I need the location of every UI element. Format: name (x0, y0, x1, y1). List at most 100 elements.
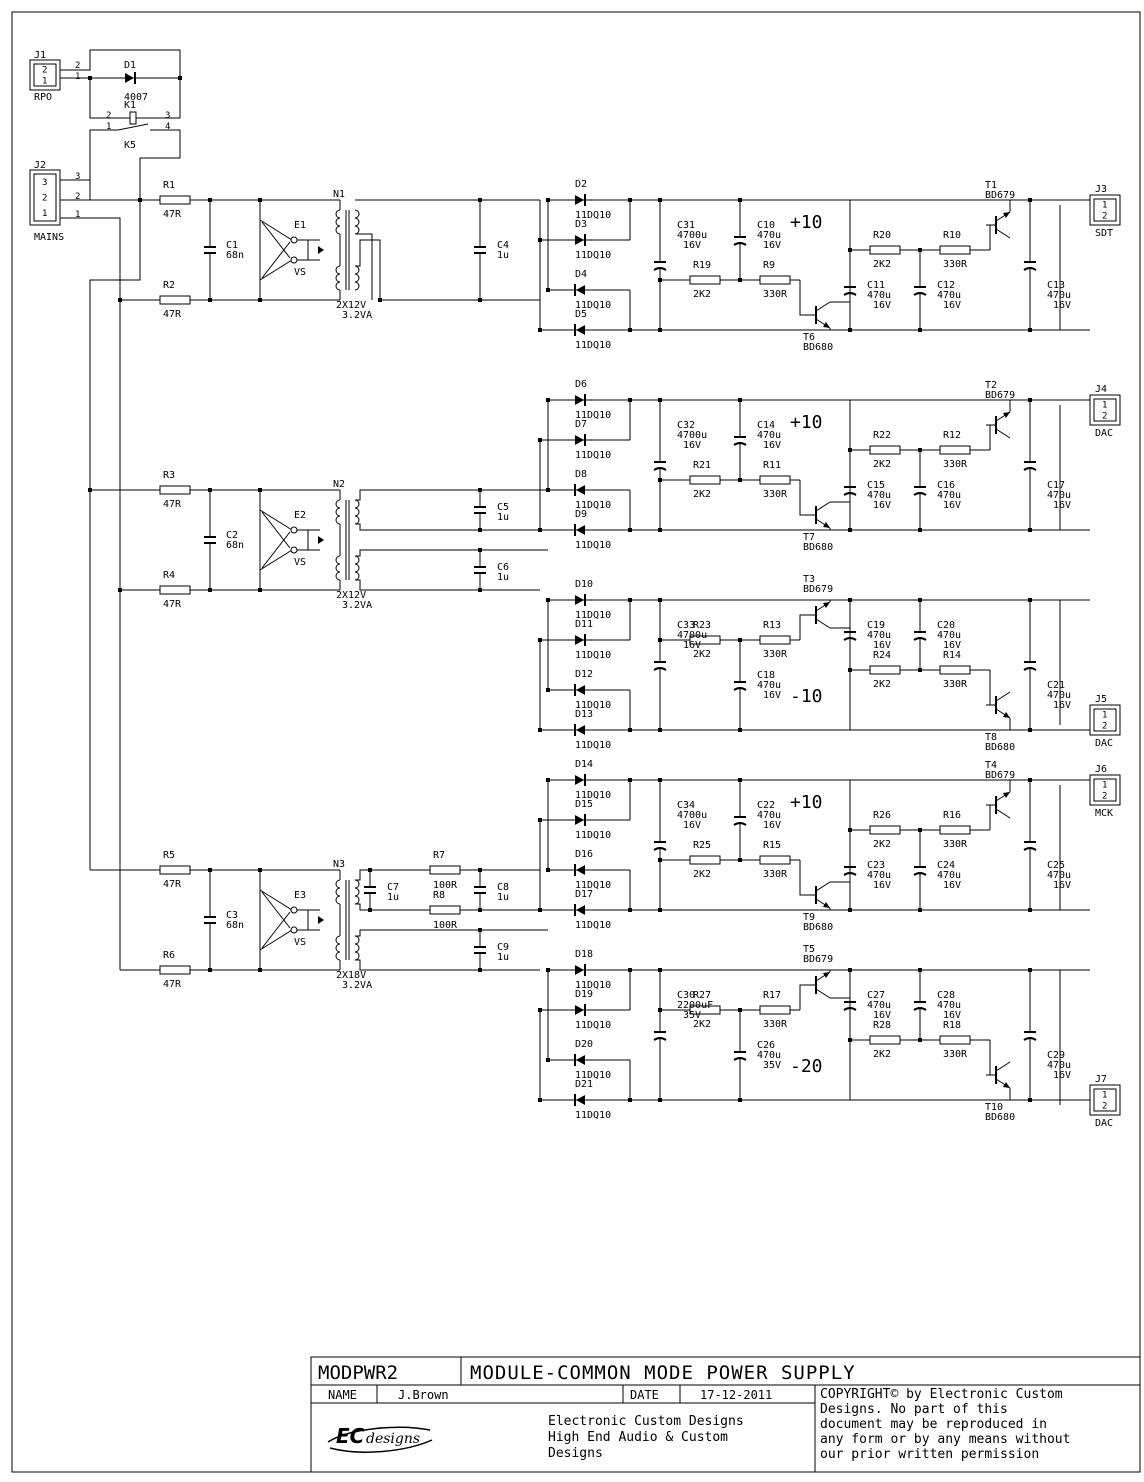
diode-2-a (575, 595, 584, 605)
selector-terminal (290, 926, 298, 934)
r-bot-value: 47R (163, 599, 182, 610)
r-top-value: 47R (163, 879, 182, 890)
junction-dot (738, 1098, 742, 1102)
resistor-2 (159, 295, 191, 305)
diode-value: 11DQ10 (575, 1070, 611, 1081)
junction-dot (478, 298, 482, 302)
c-small-voltage: 16V (763, 690, 781, 701)
t-bot-value: BD680 (985, 1112, 1015, 1123)
j1-ref: J1 (34, 50, 46, 61)
c4-value: 1u (497, 250, 509, 261)
selector-ref: E2 (294, 510, 306, 521)
diode-2-c (576, 685, 585, 695)
company-line-1: Electronic Custom Designs (548, 1414, 744, 1429)
diode-3-b (575, 815, 584, 825)
t-high-value: BD679 (985, 770, 1015, 781)
out-jack-label: SDT (1095, 228, 1113, 239)
wire (1059, 969, 1090, 1105)
j2-wire-pin: 1 (75, 210, 80, 220)
j2-wire-pin: 2 (75, 192, 80, 202)
capacitor-small-3-plate (733, 822, 747, 826)
relay-contact-k5 (117, 123, 149, 131)
t-top-value: BD679 (803, 954, 833, 965)
connector-j2-pin: 2 (42, 194, 47, 204)
t-bot-ref: T10 (985, 1102, 1003, 1113)
r-d-ref: R10 (943, 230, 961, 241)
diode-ref: D16 (575, 849, 593, 860)
resistor-3 (159, 485, 191, 495)
k1-pin: 1 (106, 122, 111, 132)
junction-dot (1028, 328, 1032, 332)
resistor-1 (159, 195, 191, 205)
diode-value: 11DQ10 (575, 650, 611, 661)
capacitor-out-2-plate (1023, 667, 1037, 671)
diode-ref: D13 (575, 709, 593, 720)
rail-voltage: +10 (790, 412, 823, 433)
selector-link (297, 529, 320, 551)
junction-dot (208, 868, 212, 872)
t-high-ref: T1 (985, 180, 997, 191)
junction-dot (658, 198, 662, 202)
selector-arrow (318, 246, 324, 254)
junction-dot (658, 1098, 662, 1102)
c-big-value: 4700u (677, 430, 707, 441)
c7-ref: C7 (387, 882, 399, 893)
transistor-bot-2-collector (995, 691, 1011, 702)
r7-ref: R7 (433, 850, 445, 861)
c5-value: 1u (497, 512, 509, 523)
r-d-value: 330R (943, 259, 968, 270)
junction-dot (738, 1008, 742, 1012)
c-f2-value: 470u (937, 1000, 961, 1011)
junction-dot (848, 248, 852, 252)
t-low-value: BD680 (803, 542, 833, 553)
k1-pin: 2 (106, 111, 111, 121)
transformer-secondary-a (354, 209, 360, 235)
k1-ref: K1 (124, 100, 136, 111)
junction-dot (538, 908, 542, 912)
c-out-voltage: 16V (1053, 880, 1071, 891)
connector-out-3-inner (1093, 778, 1117, 802)
c-small-value: 470u (757, 230, 781, 241)
c-f2-ref: C20 (937, 620, 955, 631)
copyright-line-3: document may be reproduced in (820, 1417, 1047, 1432)
diode-ref: D20 (575, 1039, 593, 1050)
capacitor-big-4-plate (653, 1037, 667, 1041)
resistor-4 (159, 585, 191, 595)
out-jack-label: MCK (1095, 808, 1113, 819)
junction-dot (178, 76, 182, 80)
c-f2-value: 470u (937, 490, 961, 501)
c-big-ref: C33 (677, 620, 695, 631)
junction-dot (658, 638, 662, 642)
capacitor-f2-1-plate (913, 492, 927, 496)
resistor-c-1 (869, 445, 901, 455)
capacitor-big-0-plate (653, 267, 667, 271)
t-high-ref: T2 (985, 380, 997, 391)
diode-value: 11DQ10 (575, 540, 611, 551)
junction-dot (538, 728, 542, 732)
r-d-ref: R18 (943, 1020, 961, 1031)
t-low-ref: T7 (803, 532, 815, 543)
rail-voltage: -20 (790, 1056, 823, 1077)
transformer-primary-a (335, 499, 341, 525)
out-jack-ref: J6 (1095, 764, 1107, 775)
diode-4-a (575, 965, 584, 975)
transformer-primary-b (335, 935, 341, 961)
diode-ref: D17 (575, 889, 593, 900)
r-b-ref: R9 (763, 260, 775, 271)
c-big-ref: C30 (677, 990, 695, 1001)
diode-ref: D10 (575, 579, 593, 590)
resistor-c-3 (869, 825, 901, 835)
junction-dot (1028, 778, 1032, 782)
r-c-value: 2K2 (873, 1049, 891, 1060)
c-out-value: 470u (1047, 1060, 1071, 1071)
diode-2-b (575, 635, 584, 645)
capacitor-f2-3-plate (913, 872, 927, 876)
c-small-ref: C10 (757, 220, 775, 231)
diode-value: 11DQ10 (575, 830, 611, 841)
diode-ref: D8 (575, 469, 587, 480)
capacitor-small-4-plate (733, 1057, 747, 1061)
capacitor-big-3-plate (653, 847, 667, 851)
out-jack-ref: J5 (1095, 694, 1107, 705)
t-low-value: BD680 (803, 342, 833, 353)
transistor-high-3-arrow (1003, 792, 1010, 798)
